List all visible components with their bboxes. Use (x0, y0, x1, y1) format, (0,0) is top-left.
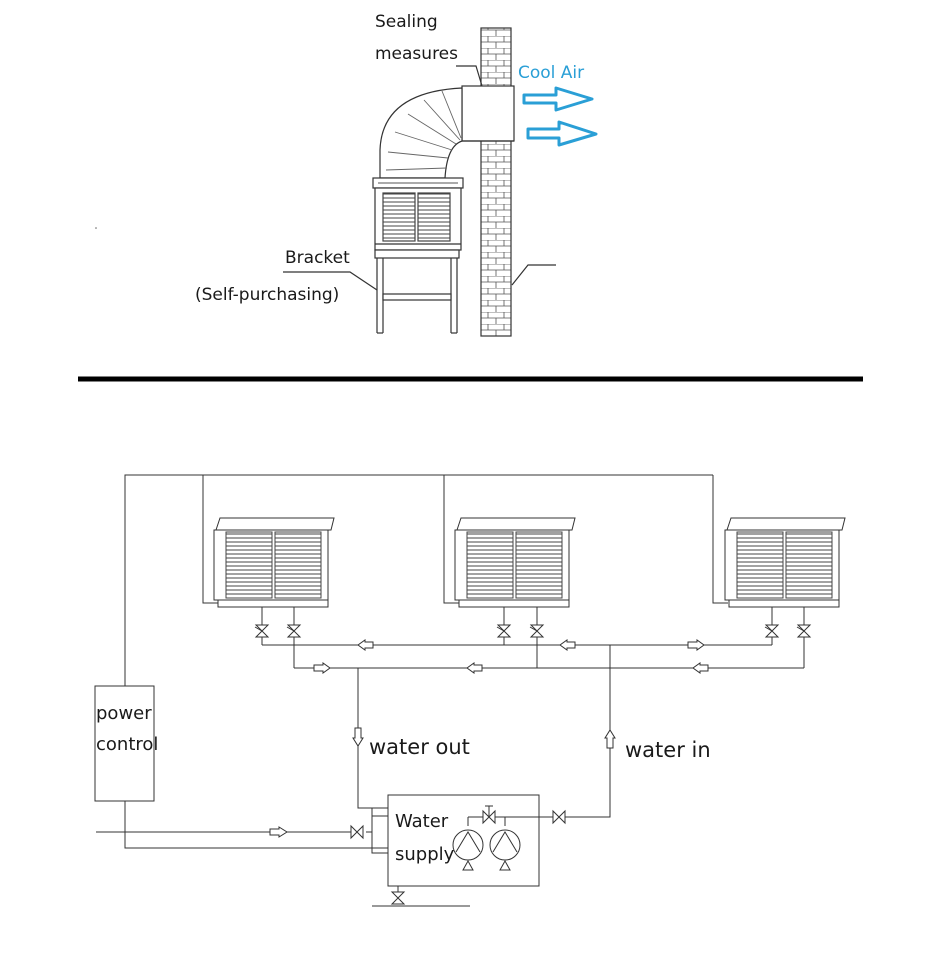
valve (350, 824, 364, 840)
water-system-diagram (94, 474, 846, 907)
air-cooler-unit-3 (724, 517, 846, 608)
brick-wall (480, 27, 512, 337)
valve (552, 809, 566, 825)
cool-air-arrow-2 (526, 120, 598, 147)
power-to-supply-wire (124, 801, 388, 849)
valves (254, 624, 812, 905)
flow-arrows (269, 639, 709, 838)
sealing-label-line1: Sealing (375, 12, 438, 32)
wall-leader (511, 264, 556, 286)
elbow-duct (379, 87, 463, 179)
top-installation-view (95, 27, 556, 337)
air-cooler-unit-2 (454, 517, 576, 608)
sealing-label-line2: measures (375, 44, 458, 64)
cool-air-arrows (522, 86, 598, 147)
water-out-pipe (357, 668, 388, 809)
water-in-pipe (539, 645, 611, 818)
water-supply-label-line2: supply (395, 844, 455, 865)
flow-arrow (357, 639, 374, 651)
pump-2 (489, 829, 521, 861)
power-wiring (124, 474, 713, 686)
water-supply-label-line1: Water (395, 811, 449, 832)
valve (390, 891, 406, 905)
flow-arrow (692, 662, 709, 674)
cool-air-label: Cool Air (518, 63, 585, 83)
bracket-stand (374, 249, 460, 334)
water-out-label: water out (369, 735, 470, 759)
flow-arrow (269, 826, 288, 838)
water-in-label: water in (625, 738, 711, 762)
air-cooler-unit-1 (213, 517, 335, 608)
duct-outlet (461, 85, 515, 142)
bracket-label-line2: (Self-purchasing) (195, 285, 340, 305)
cool-air-arrow-1 (522, 86, 594, 112)
flow-arrow (687, 639, 705, 651)
pump-1 (452, 829, 484, 861)
flow-arrow (466, 662, 483, 674)
power-control-box (94, 685, 155, 802)
flow-arrow-down (352, 727, 364, 747)
bracket-leader (283, 271, 378, 291)
bracket-label-line1: Bracket (285, 248, 350, 268)
flow-arrow (313, 662, 331, 674)
power-control-label-line1: power (96, 703, 152, 724)
power-control-label-line2: control (96, 734, 159, 755)
sealing-leader (456, 65, 483, 87)
flow-arrow (559, 639, 576, 651)
flow-arrow-up (604, 729, 616, 749)
